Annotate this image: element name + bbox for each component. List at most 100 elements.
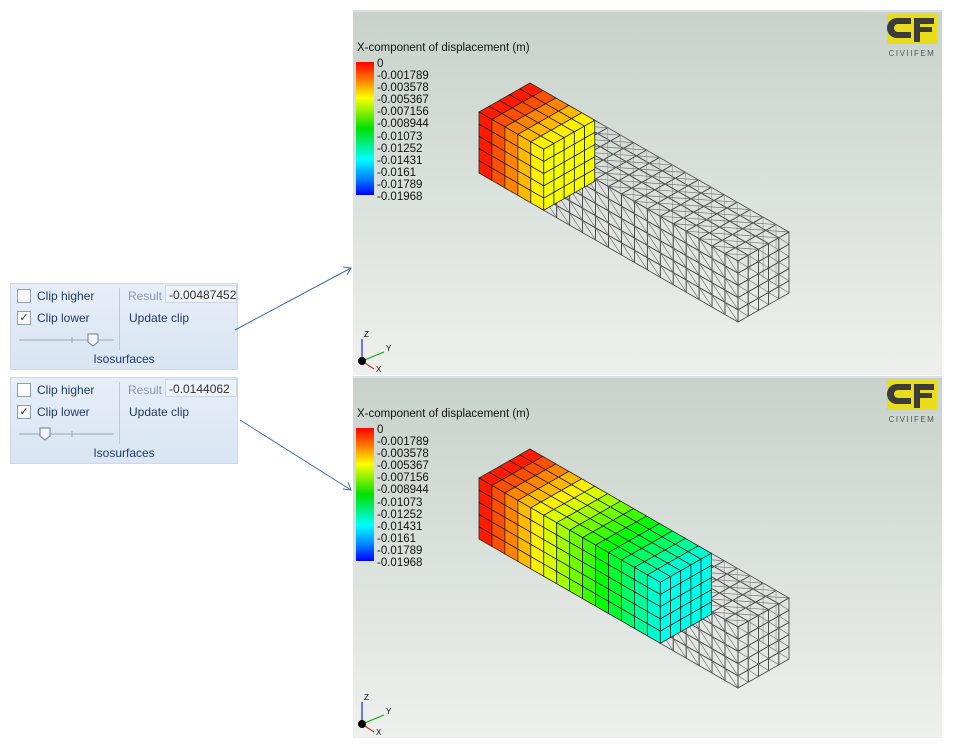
mesh-edge — [724, 289, 739, 310]
mesh-edge — [752, 588, 777, 591]
clip-lower-checkbox[interactable]: ✓Clip lower — [17, 311, 90, 325]
mesh-edge — [724, 631, 739, 652]
mesh-edge — [685, 279, 700, 300]
mesh-edge — [677, 191, 702, 194]
checkbox-box[interactable] — [17, 289, 31, 303]
mesh-edge — [672, 223, 687, 244]
mesh-edge — [698, 653, 713, 674]
axis-z-label: Z — [364, 693, 369, 702]
mesh-edge — [634, 213, 648, 234]
mesh-edge — [729, 586, 753, 590]
mesh-edge — [701, 192, 725, 196]
mesh-edge — [683, 217, 707, 220]
result-viewport[interactable]: X-component of displacement (m) 0-0.0017… — [353, 376, 942, 738]
clip-higher-checkbox[interactable]: Clip higher — [17, 383, 94, 397]
mesh-edge — [737, 309, 749, 317]
mesh-edge — [778, 603, 790, 611]
mesh-edge — [621, 193, 645, 196]
update-clip-button[interactable]: Update clip — [129, 405, 190, 419]
mesh-edge — [667, 196, 691, 200]
mesh-edge — [755, 601, 779, 605]
legend-value: -0.01789 — [377, 178, 423, 191]
mesh-edge — [595, 178, 619, 182]
axis-y-label: Y — [386, 344, 392, 353]
mesh-edge — [742, 228, 766, 231]
checkbox-box[interactable] — [17, 383, 31, 397]
mesh-edge — [711, 660, 726, 681]
mesh-edge — [672, 638, 687, 659]
mesh-edge — [647, 233, 661, 254]
check-icon[interactable]: ✓ — [17, 311, 31, 325]
mesh-edge — [737, 272, 749, 280]
mesh-view[interactable]: ZYX — [353, 12, 942, 375]
legend-value: -0.005367 — [377, 460, 429, 473]
mesh-edge — [610, 140, 634, 143]
result-viewport[interactable]: X-component of displacement (m) 0-0.0017… — [353, 10, 942, 375]
slider-thumb — [39, 427, 51, 441]
mesh-edge — [600, 146, 624, 149]
legend-value: -0.007156 — [377, 472, 429, 485]
mesh-edge — [778, 627, 790, 635]
mesh-edge — [613, 153, 637, 157]
check-icon[interactable]: ✓ — [17, 405, 31, 419]
mesh-edge — [618, 180, 642, 183]
mesh-edge — [569, 200, 583, 221]
update-clip-button[interactable]: Update clip — [129, 311, 190, 325]
clip-lower-checkbox[interactable]: ✓Clip lower — [17, 405, 90, 419]
mesh-edge — [608, 198, 622, 219]
mesh-edge — [726, 207, 751, 210]
result-field[interactable]: -0.0144062 — [165, 379, 237, 397]
mesh-edge — [768, 633, 779, 641]
mesh-edge — [737, 285, 749, 293]
axis-z-label: Z — [364, 330, 369, 339]
mesh-edge — [595, 191, 609, 212]
result-label: Result — [128, 383, 163, 397]
mesh-edge — [755, 235, 779, 239]
legend-value: -0.003578 — [377, 82, 429, 95]
mesh-edge — [724, 302, 739, 323]
mesh-edge — [608, 222, 622, 243]
mesh-view[interactable]: ZYX — [353, 378, 942, 738]
clip-slider[interactable] — [19, 333, 114, 347]
mesh-edge — [641, 182, 666, 185]
legend-value: -0.008944 — [377, 118, 429, 131]
clip-slider[interactable] — [19, 427, 114, 441]
mesh-edge — [735, 613, 759, 616]
mesh-edge — [768, 255, 779, 263]
mesh-edge — [634, 237, 648, 258]
mesh-edge — [670, 210, 694, 213]
mesh-edge — [621, 193, 635, 214]
mesh-edge — [737, 675, 749, 683]
mesh-edge — [748, 303, 759, 311]
mesh-edge — [724, 265, 739, 286]
mesh-edge — [768, 243, 779, 251]
mesh-edge — [737, 297, 749, 305]
mesh-edge — [768, 645, 779, 653]
clip-higher-checkbox[interactable]: Clip higher — [17, 289, 94, 303]
mesh-edge — [711, 258, 726, 279]
mesh-edge — [634, 225, 648, 246]
mesh-edge — [660, 240, 674, 261]
clip-face-cell — [584, 168, 596, 188]
axis-y-label: Y — [386, 707, 392, 716]
mesh-edge — [758, 651, 769, 659]
mesh-edge — [748, 620, 759, 628]
mesh-edge — [698, 275, 713, 296]
mesh-edge — [724, 619, 739, 640]
mesh-edge — [569, 212, 583, 233]
legend-value: -0.008944 — [377, 484, 429, 497]
mesh-edge — [711, 294, 726, 315]
mesh-edge — [644, 195, 668, 198]
mesh-edge — [660, 264, 674, 285]
mesh-edge — [693, 211, 717, 215]
separator — [119, 382, 120, 444]
result-field[interactable]: -0.00487452 — [165, 285, 237, 303]
mesh-edge — [737, 651, 749, 659]
mesh-edge — [685, 243, 700, 264]
mesh-edge — [595, 227, 609, 248]
mesh-edge — [621, 205, 635, 226]
mesh-edge — [758, 273, 769, 281]
mesh-edge — [634, 201, 658, 204]
mesh-edge — [686, 230, 710, 234]
mesh-edge — [582, 220, 596, 241]
